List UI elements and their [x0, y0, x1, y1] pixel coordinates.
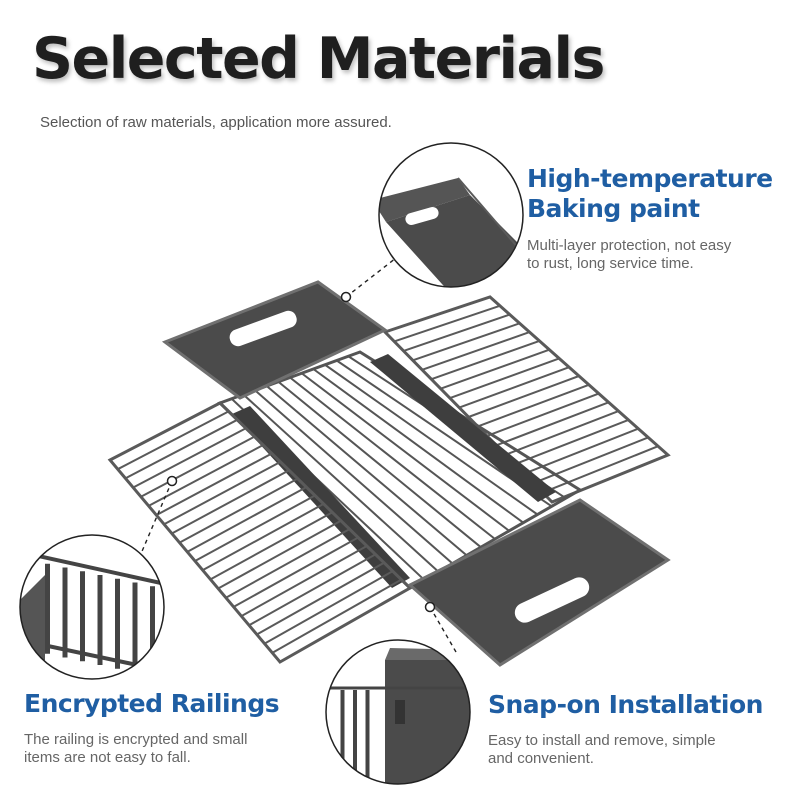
grill-bar — [248, 553, 376, 627]
grill-bar — [403, 313, 511, 352]
grill-bar — [148, 444, 264, 507]
grill-bar — [155, 452, 273, 516]
grill-bar — [194, 494, 316, 562]
grill-bar — [242, 393, 440, 573]
grill-bar — [163, 460, 281, 526]
side-rail-left — [232, 406, 410, 588]
zoom-detail-railings — [19, 534, 165, 680]
grill-bar — [412, 322, 520, 362]
grill-bar — [312, 368, 524, 524]
grill-bar — [256, 561, 385, 636]
grill-bar — [140, 435, 256, 498]
grill-bar — [468, 375, 580, 418]
connector-left — [139, 480, 173, 557]
grill-bar — [179, 477, 299, 544]
grill-bar — [289, 376, 496, 540]
grill-bar — [301, 372, 510, 532]
grill-bar — [117, 410, 230, 471]
grill-bar — [186, 486, 307, 553]
grill-bar — [124, 418, 238, 480]
grill-bar — [277, 380, 482, 548]
grill-bar — [421, 331, 530, 371]
grill-bar — [324, 363, 539, 516]
grill-bar — [233, 536, 359, 608]
grill-bar — [264, 570, 394, 645]
grill-bar — [254, 389, 454, 565]
grill-bar — [202, 503, 325, 572]
grill-bar — [542, 445, 659, 494]
grill-bar — [486, 392, 600, 437]
grill-bar — [171, 469, 290, 535]
grill-bar — [225, 528, 351, 599]
grill-bar — [266, 385, 468, 557]
grill-bar — [271, 578, 402, 654]
grill-bar — [533, 436, 649, 485]
handle-panel-bottom — [407, 498, 671, 667]
grill-wing-left — [107, 401, 413, 664]
grill-bar — [393, 304, 501, 343]
grill-bar — [240, 545, 368, 617]
grill-bar — [477, 383, 590, 428]
grill-bar — [458, 366, 570, 409]
grill-bar — [514, 418, 629, 466]
grill-bar — [132, 427, 247, 489]
connector-right — [429, 606, 457, 653]
grill-bar — [209, 511, 333, 581]
feature-title-snap-on: Snap-on Installation — [488, 690, 763, 719]
grill-bar — [449, 357, 560, 400]
handle-panel-top — [161, 280, 388, 400]
grill-bar — [217, 519, 342, 590]
grill-bar — [440, 348, 550, 390]
connector-top — [345, 257, 397, 298]
grill-bar — [431, 339, 540, 381]
feature-title-baking-paint: High-temperature Baking paint — [527, 164, 773, 223]
feature-desc-baking-paint: Multi-layer protection, not easy to rust… — [527, 237, 732, 272]
feature-desc-railings: The railing is encrypted and small items… — [24, 731, 248, 766]
side-rail-right — [370, 354, 556, 502]
feature-desc-snap-on: Easy to install and remove, simple and c… — [488, 732, 716, 767]
grill-bar — [505, 410, 619, 456]
feature-title-railings: Encrypted Railings — [24, 689, 280, 718]
page-title: Selected Materials — [32, 26, 605, 92]
grill-bar — [495, 401, 610, 447]
zoom-detail-snap-on — [325, 639, 471, 785]
page-subtitle: Selection of raw materials, application … — [40, 114, 392, 131]
